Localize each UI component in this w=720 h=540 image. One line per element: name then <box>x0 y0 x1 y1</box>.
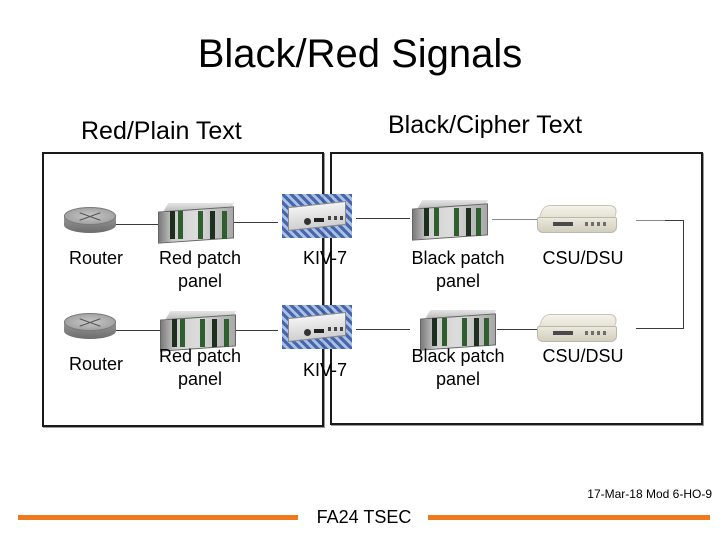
wire-black-patch-to-csu-2 <box>497 329 541 330</box>
device-label-line-2: panel <box>177 369 223 389</box>
device-label: Router <box>68 354 124 374</box>
device-label: Red patch panel <box>150 247 250 293</box>
device-label-line-2: panel <box>435 369 481 389</box>
red-zone-box <box>42 152 324 427</box>
wire-red-patch-to-kiv7-1 <box>233 222 278 223</box>
wire-csu-to-line-1 <box>636 220 678 221</box>
wire-black-patch-to-csu-1 <box>492 219 540 220</box>
black-section-label: Black/Cipher Text <box>388 111 583 139</box>
patch-panel-icon[interactable] <box>420 310 497 351</box>
device-label-line-2: panel <box>177 271 223 291</box>
footer-course-label: FA24 TSEC <box>316 507 412 527</box>
device-label: KIV-7 <box>302 248 348 268</box>
device-label-line-1: Red patch <box>158 346 242 366</box>
router-icon[interactable] <box>64 205 116 237</box>
wire-kiv7-to-black-patch-2 <box>356 329 410 330</box>
footer-accent-line-right <box>428 515 710 520</box>
wire-link-top <box>665 220 684 221</box>
device-label: Router <box>68 248 124 268</box>
wire-red-patch-to-kiv7-2 <box>236 330 278 331</box>
wire-router-to-red-patch-1 <box>112 224 160 225</box>
router-icon[interactable] <box>64 311 116 343</box>
black-zone-box <box>330 152 703 425</box>
red-section-label: Red/Plain Text <box>81 117 242 145</box>
device-label: Black patch panel <box>400 345 516 391</box>
device-label-line-1: Black patch <box>411 248 505 268</box>
wire-kiv7-to-black-patch-1 <box>356 218 410 219</box>
footer-slide-id: 17-Mar-18 Mod 6-HO-9 <box>587 487 712 501</box>
device-label: Red patch panel <box>150 345 250 391</box>
red-zone-right-edge <box>322 152 323 424</box>
device-label: KIV-7 <box>302 360 348 380</box>
footer-accent-line-left <box>18 515 298 520</box>
patch-panel-icon[interactable] <box>412 200 489 241</box>
kiv7-encryptor-icon[interactable] <box>282 305 352 349</box>
device-label: CSU/DSU <box>542 248 624 268</box>
device-label-line-1: Black patch <box>411 346 505 366</box>
wire-vertical-link <box>683 220 684 328</box>
wire-router-to-red-patch-2 <box>112 330 160 331</box>
patch-panel-icon[interactable] <box>158 203 235 244</box>
device-label-line-1: Red patch <box>158 248 242 268</box>
device-label-line-2: panel <box>435 271 481 291</box>
device-label: CSU/DSU <box>542 346 624 366</box>
patch-panel-icon[interactable] <box>160 311 237 352</box>
slide-title: Black/Red Signals <box>197 32 523 76</box>
kiv7-encryptor-icon[interactable] <box>282 194 352 238</box>
wire-csu-to-line-2 <box>636 328 684 329</box>
csu-dsu-icon[interactable] <box>537 312 621 348</box>
csu-dsu-icon[interactable] <box>537 203 621 239</box>
device-label: Black patch panel <box>400 247 516 293</box>
black-zone-left-edge <box>330 152 331 422</box>
